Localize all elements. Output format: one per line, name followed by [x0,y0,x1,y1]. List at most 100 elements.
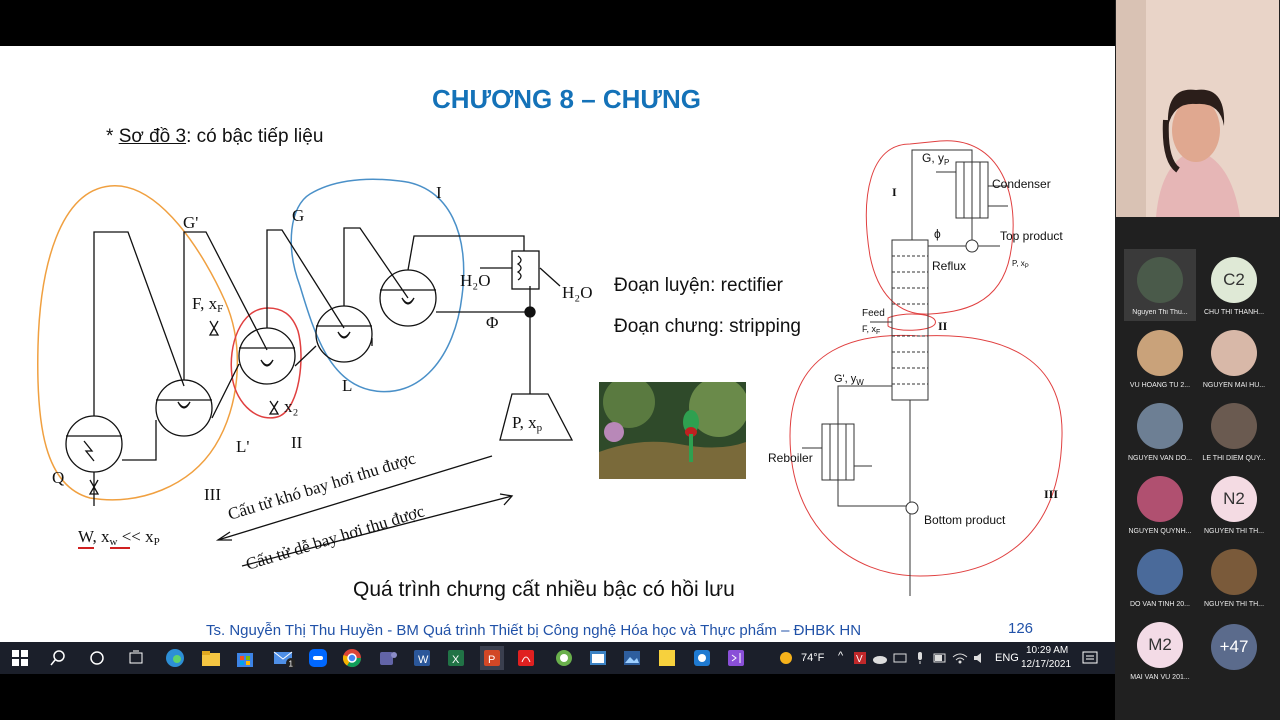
participant-tile[interactable]: Nguyen Thi Thu... [1124,249,1196,321]
clock-date[interactable]: 12/17/2021 [1021,659,1072,670]
participant-tile[interactable]: LE THI DIEM QUY... [1198,395,1270,467]
battery-icon[interactable] [932,646,948,670]
label-right-II: II [938,319,948,333]
task-view-icon[interactable] [124,646,148,670]
participant-tile[interactable]: NGUYEN QUYNH... [1124,468,1196,540]
participant-tile[interactable]: +47 [1198,614,1270,686]
start-menu-icon[interactable] [8,646,32,670]
arrow-text-light: Cấu tử dễ bay hơi thu được [244,501,427,574]
condenser-box [511,250,540,290]
label-top-product: Top product [1000,229,1063,243]
photos-app-icon[interactable] [620,646,644,670]
store-icon[interactable] [233,646,257,670]
participant-name: DO VAN TINH 20... [1129,601,1191,608]
mail-badge-count: 1 [289,660,294,669]
participant-avatar [1137,257,1183,303]
participant-avatar [1211,403,1257,449]
participant-avatar [1137,476,1183,522]
acrobat-icon[interactable] [514,646,538,670]
zalo-icon[interactable] [306,646,330,670]
weather-sun-icon[interactable] [774,646,798,670]
participant-name: NGUYEN THI TH... [1203,601,1265,608]
participant-avatar [1211,549,1257,595]
subtitle-underlined: Sơ đồ 3 [118,126,187,147]
label-reboiler: Reboiler [768,451,813,465]
rectifier-text: Đoạn luyện: rectifier [614,275,783,296]
participant-name: NGUYEN MAI HU... [1202,382,1266,389]
label-L: L [342,376,352,395]
label-G-prime: G' [183,213,198,232]
mail-icon[interactable]: 1 [272,646,296,670]
slide-subtitle: * Sơ đồ 3: có bậc tiếp liệu [106,126,323,148]
section-II-outline [887,313,936,331]
window-app-icon[interactable] [586,646,610,670]
cloud-icon[interactable] [872,646,888,670]
file-explorer-icon[interactable] [199,646,223,670]
wifi-icon[interactable] [952,646,968,670]
label-feed: Feed [862,308,885,319]
participant-name: CHU THI THANH... [1203,309,1265,316]
label-section-II: II [291,433,303,452]
participant-tile[interactable]: NGUYEN VAN DO... [1124,395,1196,467]
section-I-outline [865,140,1014,315]
label-h2o-in: H₂O [460,271,490,290]
clock-time[interactable]: 10:29 AM [1026,645,1069,656]
section-III-outline [789,334,1063,577]
svg-text:P: P [488,654,495,666]
participant-name: NGUYEN VAN DO... [1127,455,1193,462]
stripping-text: Đoạn chưng: stripping [614,316,801,337]
search-icon[interactable] [46,646,70,670]
network-tray-icon[interactable] [892,646,908,670]
remote-app-icon[interactable] [690,646,714,670]
visual-studio-icon[interactable] [724,646,748,670]
sticky-notes-icon[interactable] [655,646,679,670]
presenter-video[interactable] [1116,0,1279,217]
label-reflux: Reflux [932,259,966,273]
recycle-app-icon[interactable] [552,646,576,670]
participant-tile[interactable]: DO VAN TINH 20... [1124,541,1196,613]
multistage-distillation-diagram: G' G I H₂O H₂O F, xF Φ L L' x₂ II III Q … [36,178,592,574]
input-language[interactable]: ENG [995,652,1019,664]
participant-tile[interactable]: NGUYEN THI TH... [1198,541,1270,613]
powerpoint-icon[interactable]: P [480,646,504,670]
slide-footer: Ts. Nguyễn Thị Thu Huyền - BM Quá trình … [206,622,862,639]
participant-tile[interactable]: VU HOANG TU 2... [1124,322,1196,394]
teams-icon[interactable] [376,646,400,670]
svg-text:W: W [418,654,429,666]
slide-title: CHƯƠNG 8 – CHƯNG [431,84,701,114]
column-body [891,239,929,401]
windows-taskbar: 1 W X P 74°F ^ V ENG 10:29 AM 12/17/2021 [0,642,1115,674]
tray-chevron-up-icon[interactable]: ^ [838,650,844,662]
participant-avatar: C2 [1211,257,1257,303]
participant-avatar [1211,330,1257,376]
volume-icon[interactable] [972,646,988,670]
label-h2o-out: H₂O [562,283,592,302]
distillation-column-diagram: G, yP Condenser ϕ Top product Reflux P, … [768,140,1063,596]
participant-name: NGUYEN QUYNH... [1128,528,1192,535]
label-P-xP: P, xP [1012,259,1029,270]
cortana-icon[interactable] [85,646,109,670]
label-P-xp: P, xp [512,413,543,434]
vessel-stage-4 [315,305,373,363]
label-Q: Q [52,468,64,487]
participant-name: Nguyen Thi Thu... [1132,309,1188,316]
subtitle-rest: : có bậc tiếp liệu [186,126,324,147]
notifications-icon[interactable] [1078,646,1102,670]
weather-temperature[interactable]: 74°F [801,652,825,664]
section-I-outline [290,178,465,393]
edge-browser-icon[interactable] [163,646,187,670]
excel-icon[interactable]: X [444,646,468,670]
label-L-prime: L' [236,437,249,456]
microphone-icon[interactable] [912,646,928,670]
subtitle-prefix: * [106,126,119,147]
word-icon[interactable]: W [410,646,434,670]
label-F-xF: F, xF [862,324,880,336]
antivirus-icon[interactable]: V [852,646,868,670]
participant-tile[interactable]: NGUYEN MAI HU... [1198,322,1270,394]
label-section-III: III [204,485,221,504]
chrome-icon[interactable] [340,646,364,670]
bird-photo [599,382,746,479]
